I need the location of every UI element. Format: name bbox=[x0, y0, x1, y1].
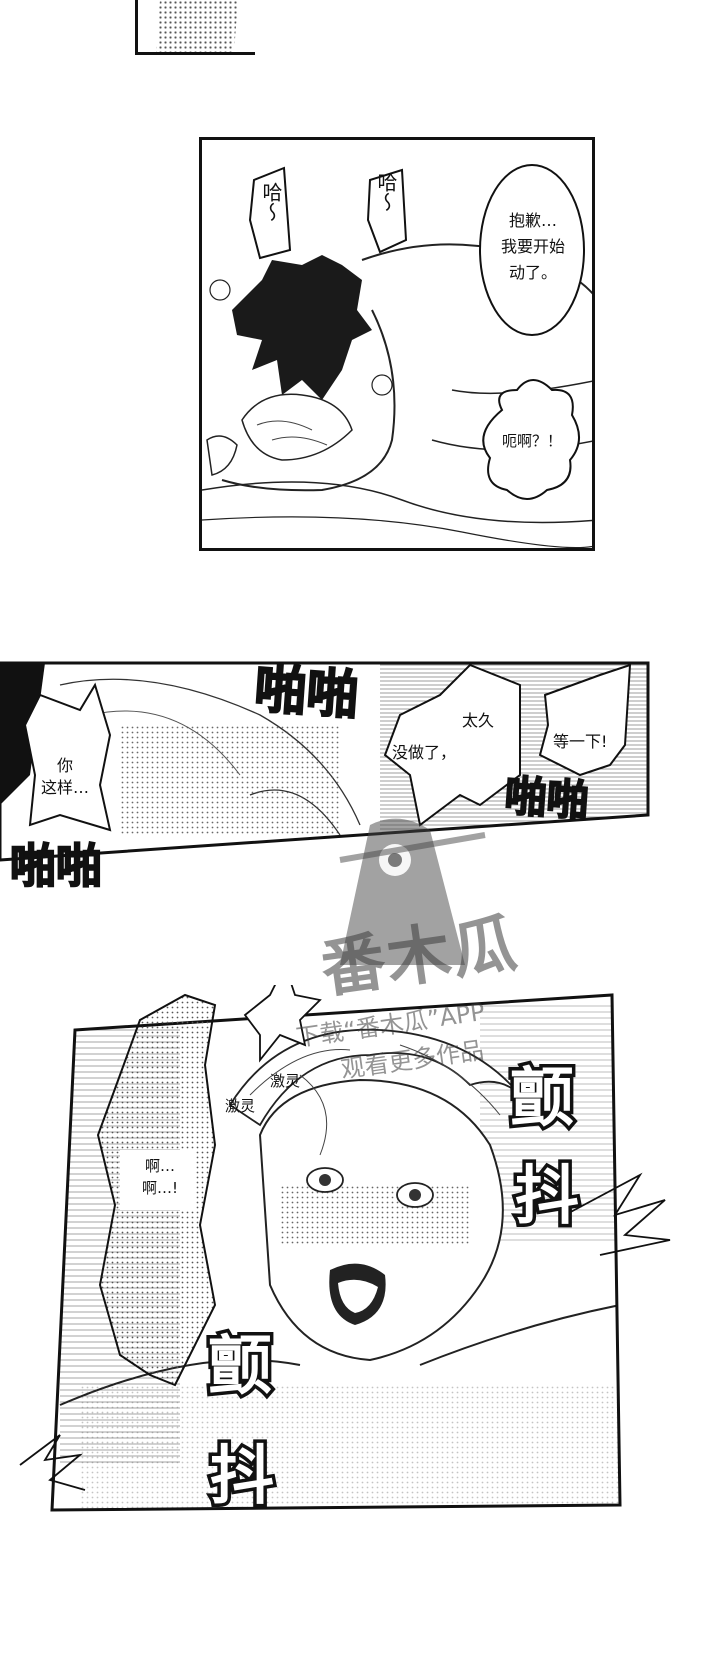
panel-2-artwork bbox=[202, 164, 592, 548]
bubble-too-long-1: 太久 bbox=[462, 711, 495, 730]
panel-3-artwork bbox=[0, 661, 650, 862]
bubble-you-like-this: 你 这样… bbox=[40, 756, 89, 797]
panel-2: 哈～ 哈～ 抱歉… 我要开始 动了。 呃啊？！ bbox=[199, 137, 595, 551]
bubble-ha-left: 哈～ bbox=[259, 182, 283, 222]
panel-4-artwork bbox=[19, 985, 671, 1512]
sfx-tremble-right-1: 颤 bbox=[507, 1059, 578, 1140]
panel-3: 你 这样… 太久 没做了， 等一下! 啪啪 啪啪 啪啪 bbox=[0, 655, 720, 894]
bubble-surprise-shape bbox=[482, 379, 580, 500]
dark-hair bbox=[232, 255, 372, 400]
bubble-too-long-2: 没做了， bbox=[392, 743, 457, 762]
bubble-you-shape bbox=[23, 682, 112, 832]
watermark: 番木瓜 下载“番木瓜”APP 观看更多作品 bbox=[294, 815, 620, 1084]
bubble-apology-shape bbox=[479, 164, 585, 336]
bubble-too-long-shape bbox=[383, 663, 521, 827]
watermark-logo-icon bbox=[339, 818, 486, 965]
bubble-ha-right-shape bbox=[366, 168, 408, 254]
bubble-wait: 等一下! bbox=[553, 732, 608, 751]
bubble-moan: 啊… 啊…! bbox=[141, 1157, 178, 1197]
sfx-tremble-left-2: 抖 bbox=[207, 1437, 278, 1518]
bubble-ha-left-shape bbox=[248, 166, 292, 260]
sfx-papa-bottom: 啪啪 bbox=[9, 838, 103, 894]
sfx-shiver-right: 激灵 bbox=[270, 1072, 301, 1090]
bubble-wait-shape bbox=[538, 663, 632, 777]
bubble-ha-right: 哈～ bbox=[374, 172, 398, 212]
fragment-art bbox=[138, 0, 258, 52]
sfx-tremble-left-1: 颤 bbox=[205, 1327, 276, 1408]
panel-4: 啊… 啊…! 激灵 激灵 颤 抖 颤 抖 bbox=[0, 985, 720, 1545]
top-panel-fragment bbox=[135, 0, 258, 55]
bubble-surprise: 呃啊？！ bbox=[501, 432, 562, 450]
sfx-tremble-right-2: 抖 bbox=[512, 1157, 583, 1238]
bubble-apology: 抱歉… 我要开始 动了。 bbox=[500, 211, 565, 282]
sfx-shiver-left: 激灵 bbox=[225, 1097, 256, 1115]
sfx-papa-top: 啪啪 bbox=[252, 658, 362, 727]
bubble-shiver-shape bbox=[243, 985, 322, 1063]
